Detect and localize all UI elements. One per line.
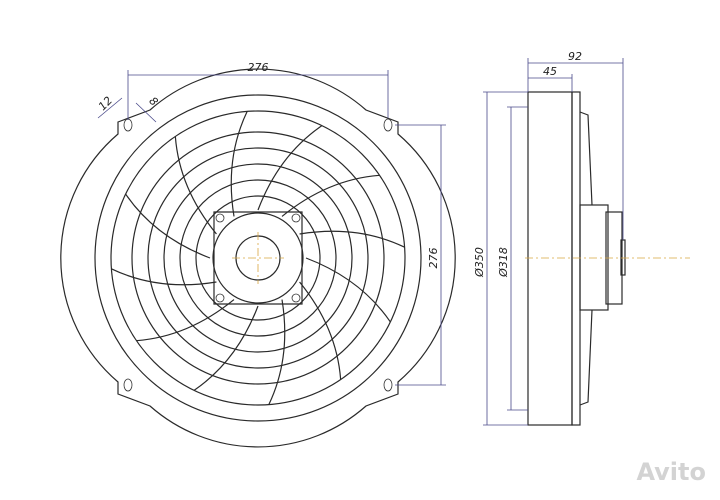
dim-diameter-350: Ø350 [473, 247, 486, 278]
mount-slot [383, 378, 393, 392]
hub-bolt [215, 213, 225, 223]
hub-bolt [291, 213, 301, 223]
shroud-body [527, 91, 573, 426]
grill-spoke [281, 174, 380, 217]
shroud-flange [571, 91, 581, 426]
side-view [525, 91, 690, 426]
outer-ring [94, 94, 422, 422]
grill-spoke [268, 299, 286, 405]
hub-plate [212, 212, 304, 304]
blade-profile [579, 309, 593, 406]
grill-spoke [299, 230, 405, 248]
grill-spoke [299, 281, 342, 380]
dim-45: 45 [543, 65, 557, 78]
grill-spoke [305, 257, 391, 323]
dim-diameter-318: Ø318 [497, 247, 510, 278]
grill-spoke [193, 305, 259, 391]
motor-hub [213, 211, 303, 305]
dim-276-vertical: 276 [427, 248, 440, 269]
motor-shaft [620, 239, 626, 276]
grill-ring [147, 147, 369, 369]
grill-ring [163, 163, 353, 353]
shaft-boss [235, 235, 281, 281]
grill-ring [131, 131, 385, 385]
grill-spoke [125, 193, 211, 259]
grill-spoke [111, 268, 217, 286]
dim-276-horizontal: 276 [248, 61, 269, 74]
hub-bolt [215, 293, 225, 303]
dimensions-side: 92 45 Ø350 Ø318 [473, 50, 624, 426]
front-view [60, 68, 456, 448]
dim-92: 92 [568, 50, 582, 63]
mount-slot [123, 118, 133, 132]
avito-watermark: Avito [636, 458, 706, 486]
mount-slot [123, 378, 133, 392]
blade-profile [579, 111, 593, 206]
frame-flange [60, 68, 456, 448]
mount-slot [383, 118, 393, 132]
hub-bolt [291, 293, 301, 303]
grill-spoke [136, 299, 235, 342]
grill-spoke [174, 136, 217, 235]
dim-12: 12 [96, 94, 115, 113]
grill-ring [179, 179, 337, 337]
grill-ring [195, 195, 321, 321]
dimensions-front: 276 276 12 8 [96, 61, 446, 386]
grill-ring [110, 110, 406, 406]
motor-housing [579, 204, 609, 311]
grill-spoke [230, 111, 248, 217]
grill-spoke [257, 125, 323, 211]
